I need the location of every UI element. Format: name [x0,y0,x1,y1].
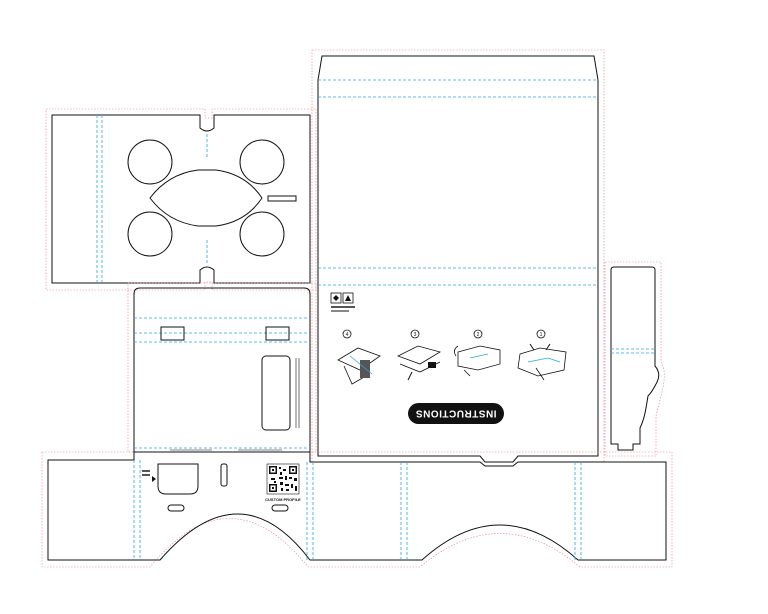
slot [267,195,297,202]
svg-text:2: 2 [477,332,480,338]
face-panel [127,282,317,453]
vertical-slot [220,463,228,487]
step-number-2: 2 [473,329,483,339]
bottom-strip: CUSTOM PROFILE [41,451,673,568]
qr-code-icon [266,463,300,495]
svg-text:4: 4 [346,332,349,338]
warning-icon [342,292,354,304]
step-number-3: 3 [410,329,420,339]
step-illustration-3 [396,345,442,381]
oval-slot-left [167,504,185,512]
step-illustration-4 [337,347,381,385]
lens-hole-bottom-left [127,211,173,257]
side-strip [604,261,665,457]
tab-slot-left [160,326,185,341]
oval-slot-right [271,504,289,512]
lens-hole-top-left [127,139,173,185]
step-number-1: 1 [536,329,546,339]
instructions-label: INSTRUCTIONS [408,403,504,424]
recycle-icon [330,292,342,304]
arrow-icon [142,470,156,482]
step-number-4: 4 [342,329,352,339]
tab-slot-right [265,326,290,341]
svg-text:3: 3 [414,332,417,338]
main-panel: 4 3 2 1 [311,49,605,463]
lens-panel [45,108,317,291]
phone-window [261,355,291,431]
lens-hole-top-right [239,139,285,185]
svg-text:1: 1 [540,332,543,338]
flap-outline [157,463,199,495]
nose-cutout [149,169,263,227]
qr-caption: CUSTOM PROFILE [265,497,301,502]
step-illustration-1 [517,343,567,381]
step-illustration-2 [454,345,501,377]
svg-text:INSTRUCTIONS: INSTRUCTIONS [416,408,497,419]
lens-hole-bottom-right [239,211,285,257]
